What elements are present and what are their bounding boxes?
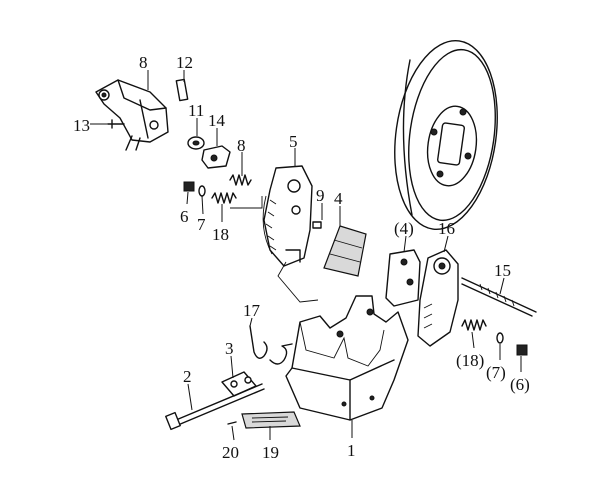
brake-disc [394, 39, 498, 231]
pad-part-4-opposite [385, 249, 421, 307]
callout-labels: 8 12 13 11 14 8 5 9 4 (4) 16 15 6 7 18 1… [73, 53, 530, 462]
bolt-part-2 [165, 383, 265, 431]
callout-4: 4 [334, 189, 343, 208]
callout-11: 11 [188, 101, 204, 120]
assembly-guide-lines [230, 196, 319, 303]
pin-part-13 [107, 119, 125, 129]
rivet-part-20 [227, 421, 237, 425]
nut-part-11 [187, 136, 205, 150]
callout-18-paren: (18) [456, 351, 484, 370]
nameplate-part-19 [241, 411, 301, 429]
spring-part-18 [211, 192, 237, 204]
callout-15: 15 [494, 261, 511, 280]
spring-part-18-opposite [461, 319, 487, 331]
block-part-14 [201, 145, 231, 169]
callout-17: 17 [243, 301, 261, 320]
nut-part-6-opposite [516, 344, 528, 356]
callout-14: 14 [208, 111, 226, 130]
callout-5: 5 [289, 132, 298, 151]
callout-10: 8 [139, 53, 148, 72]
callout-16: 16 [438, 219, 455, 238]
lever-part-16 [417, 249, 459, 347]
pin-part-9 [312, 221, 322, 229]
rod-part-15 [461, 277, 537, 317]
callout-18: 18 [212, 225, 229, 244]
callout-9: 9 [316, 186, 325, 205]
friction-pad-part-4 [323, 225, 367, 277]
leader-lines [90, 70, 522, 441]
spring-part-8 [229, 174, 252, 186]
callout-19: 19 [262, 443, 279, 462]
callout-1: 1 [347, 441, 356, 460]
pin-part-12 [175, 78, 189, 102]
nut-part-6 [183, 181, 195, 192]
pad-carrier-part-5 [262, 165, 313, 267]
washer-part-7-opposite [496, 332, 504, 344]
bracket-part-10 [95, 79, 169, 151]
callout-4-paren: (4) [394, 219, 414, 238]
callout-6-paren: (6) [510, 375, 530, 394]
callout-20: 20 [222, 443, 239, 462]
washer-part-7 [198, 185, 206, 197]
spring-part-17 [249, 325, 293, 365]
callout-7-paren: (7) [486, 363, 506, 382]
callout-2: 2 [183, 367, 192, 386]
plate-part-3 [221, 371, 257, 397]
callout-7: 7 [197, 215, 206, 234]
callout-12: 12 [176, 53, 193, 72]
callout-13: 13 [73, 116, 90, 135]
callout-3: 3 [225, 339, 234, 358]
caliper-housing-part-1 [285, 295, 409, 421]
callout-8: 8 [237, 136, 246, 155]
callout-6: 6 [180, 207, 189, 226]
